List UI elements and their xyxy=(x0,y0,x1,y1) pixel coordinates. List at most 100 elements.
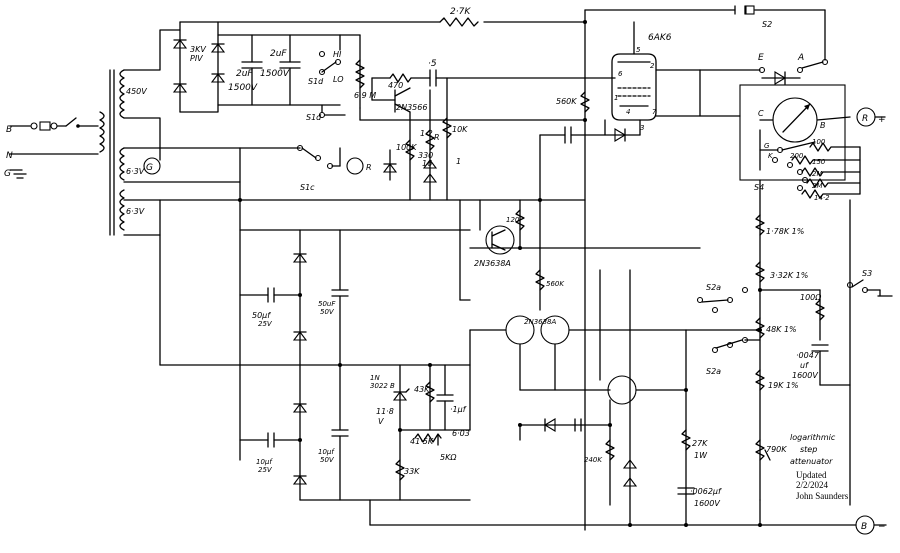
label-c-point5: ·5 xyxy=(428,59,437,69)
label-s4: S4 xyxy=(754,183,764,192)
label-b-input: B xyxy=(6,125,12,135)
label-s1c: S1c xyxy=(300,183,315,192)
label-pin2: 2 xyxy=(650,62,655,70)
label-50v-a: 50V xyxy=(320,308,335,316)
label-minus-out: − xyxy=(878,522,886,532)
label-2m-b: 2M xyxy=(812,182,823,190)
label-s3: S3 xyxy=(862,269,872,278)
label-pin1: 1 xyxy=(614,94,618,102)
switch-s2a xyxy=(677,286,761,526)
label-b-out: B xyxy=(861,522,867,532)
label-240k: 240K xyxy=(584,456,603,464)
note-line-2: step xyxy=(800,445,817,454)
hv-supply xyxy=(123,21,346,161)
label-g: G xyxy=(764,142,770,150)
label-2n3638a-b: 2N3638A xyxy=(524,318,557,326)
label-s2a-bottom: S2a xyxy=(706,367,721,376)
label-25v-b: 25V xyxy=(258,466,273,474)
label-1-2: 1·2 xyxy=(420,129,433,138)
label-pin4: 4 xyxy=(626,108,630,116)
label-c: C xyxy=(758,109,764,118)
label-lo: LO xyxy=(333,75,344,84)
label-1600v-a: 1600V xyxy=(792,371,818,380)
label-450v: 450V xyxy=(126,87,147,96)
label-a: A xyxy=(797,53,804,63)
label-11-8: 11·8 xyxy=(376,407,394,416)
label-meter-r: R xyxy=(862,114,868,124)
label-6-3v-b: 6·3V xyxy=(126,207,145,216)
reference-network xyxy=(392,299,471,501)
label-19k: 19K 1% xyxy=(768,381,799,390)
label-pin3: 3 xyxy=(640,124,644,132)
label-48k: 48K 1% xyxy=(766,325,797,334)
label-pin6: 6 xyxy=(618,70,623,78)
label-10uf-a: 10µf xyxy=(256,458,273,466)
label-3kv: 3KV xyxy=(190,45,206,54)
power-transformer xyxy=(99,69,125,236)
note-line-3: attenuator xyxy=(790,457,833,466)
tube-6ak6 xyxy=(611,21,741,136)
label-s2a-top: S2a xyxy=(706,283,721,292)
label-v: V xyxy=(378,417,384,426)
meter-section xyxy=(699,58,886,199)
label-6-3v-a: 6·3V xyxy=(126,167,145,176)
note-line-1: logarithmic xyxy=(790,433,836,442)
label-s2: S2 xyxy=(762,20,772,29)
update-label: Updated xyxy=(796,470,827,480)
label-s1d-a: S1d xyxy=(308,77,324,86)
attenuator xyxy=(584,179,893,535)
label-120: 120 xyxy=(506,216,520,224)
label-s1d-b: S1d xyxy=(306,113,322,122)
label-k: K xyxy=(768,152,774,160)
regulator xyxy=(459,199,701,526)
label-n-input: N xyxy=(6,151,13,161)
label-hi: HI xyxy=(333,50,342,59)
label-1500v-b: 1500V xyxy=(260,69,290,79)
label-43k: 43K xyxy=(414,385,430,394)
label-pin5: 5 xyxy=(636,46,641,54)
label-pin7: 7 xyxy=(652,108,657,116)
label-6-03: 6·03 xyxy=(452,429,470,438)
label-1600v-b: 1600V xyxy=(694,499,720,508)
label-1w: 1W xyxy=(694,451,708,460)
junctions xyxy=(238,20,762,527)
label-2n3638a: 2N3638A xyxy=(474,259,511,268)
label-2uf-a: 2uF xyxy=(236,69,253,79)
label-uf: uf xyxy=(800,361,809,370)
label-g-pilot: G xyxy=(146,163,153,173)
label-50v-b: 50V xyxy=(320,456,335,464)
label-10uf-b: 10µf xyxy=(318,448,335,456)
label-27k: 27K xyxy=(692,439,708,448)
label-0062: ·0062µf xyxy=(690,487,722,496)
label-16: 16 xyxy=(422,159,432,168)
label-piv: PIV xyxy=(190,54,203,63)
label-2-7k: 2·7K xyxy=(450,7,471,17)
label-1: 1 xyxy=(456,157,461,166)
top-bus xyxy=(217,5,826,531)
label-50uf-b: 50uF xyxy=(318,300,336,308)
label-5k: 5KΩ xyxy=(440,453,457,462)
label-41-5k: 41·5K xyxy=(410,437,434,446)
label-3-32k: 3·32K 1% xyxy=(770,271,808,280)
label-150: 150 xyxy=(812,158,826,166)
label-r: R xyxy=(434,133,440,142)
label-33k: 33K xyxy=(404,467,420,476)
label-e: E xyxy=(758,53,764,63)
label-g-input: G xyxy=(4,169,11,179)
label-6-9m: 6.9 M xyxy=(354,91,376,100)
label-100ohm: 100Ω xyxy=(800,293,822,302)
label-b: B xyxy=(820,121,826,130)
label-100k: 100K xyxy=(396,143,417,152)
label-790k: 790K xyxy=(766,445,787,454)
label-6ak6: 6AK6 xyxy=(648,33,672,43)
label-14-2: 14·2 xyxy=(814,194,830,202)
update-date: 2/2/2024 xyxy=(796,480,829,490)
mains-input xyxy=(9,117,99,179)
lv-supply xyxy=(239,199,586,526)
label-2n3566: 2N3566 xyxy=(396,103,427,112)
tube-grid-network xyxy=(539,91,641,201)
update-author: John Saunders xyxy=(796,491,849,501)
label-3022b: 3022 B xyxy=(370,382,395,390)
label-25v-a: 25V xyxy=(258,320,273,328)
